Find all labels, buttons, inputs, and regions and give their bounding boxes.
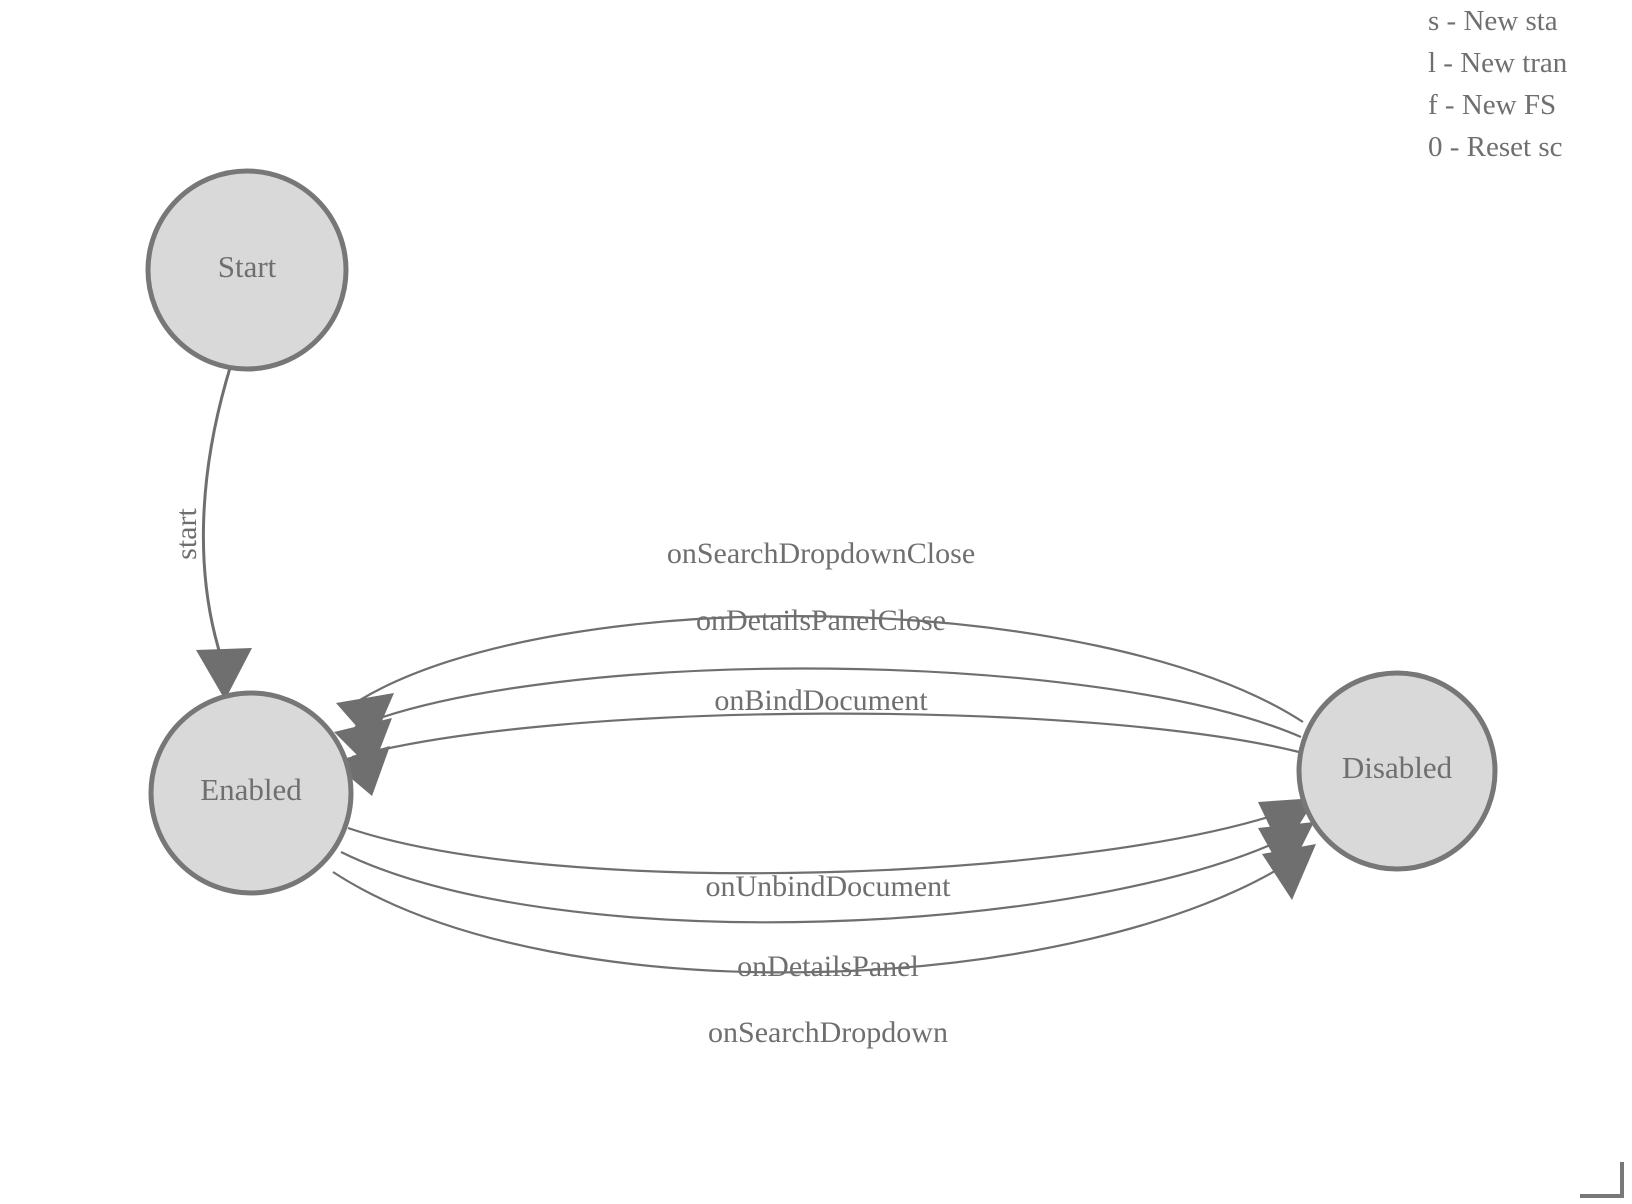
transition-on-search-dropdown[interactable]: onSearchDropdown — [332, 844, 1316, 1049]
transition-on-unbind-document-path[interactable] — [347, 808, 1291, 875]
transition-on-details-panel-close-label: onDetailsPanelClose — [696, 604, 946, 637]
transition-on-unbind-document[interactable]: onUnbindDocument — [347, 798, 1316, 903]
transition-on-search-dropdown-arrowhead — [1262, 844, 1316, 900]
state-node-disabled[interactable]: Disabled — [1296, 670, 1498, 872]
transition-on-search-dropdown-close[interactable]: onSearchDropdownClose — [336, 537, 1304, 744]
transition-on-bind-document-label: onBindDocument — [714, 684, 928, 717]
state-start-circle[interactable] — [145, 168, 349, 372]
corner-bracket-horizontal-bar — [1580, 1194, 1624, 1198]
transition-on-bind-document[interactable]: onBindDocument — [332, 684, 1300, 796]
transition-on-details-panel-path[interactable] — [340, 834, 1293, 924]
transition-on-unbind-document-label: onUnbindDocument — [706, 870, 952, 903]
corner-bracket-vertical-bar — [1620, 1162, 1624, 1198]
transition-on-search-dropdown-close-arrowhead — [336, 693, 394, 744]
transition-start-path[interactable] — [201, 367, 232, 661]
state-node-start[interactable]: Start — [145, 168, 349, 372]
transition-start-arrowhead — [196, 648, 252, 700]
transition-on-search-dropdown-path[interactable] — [332, 857, 1297, 974]
transition-on-details-panel-close[interactable]: onDetailsPanelClose — [334, 604, 1302, 770]
transition-on-details-panel-close-arrowhead — [334, 718, 392, 770]
state-node-enabled[interactable]: Enabled — [148, 690, 354, 896]
transition-on-details-panel-label: onDetailsPanel — [737, 950, 919, 983]
state-disabled-label: Disabled — [1342, 750, 1453, 785]
state-disabled-circle[interactable] — [1296, 670, 1498, 872]
transition-start[interactable]: start — [170, 367, 252, 700]
transition-on-search-dropdown-close-label: onSearchDropdownClose — [667, 537, 975, 570]
transition-on-search-dropdown-label: onSearchDropdown — [708, 1016, 948, 1049]
state-enabled-label: Enabled — [200, 772, 302, 807]
state-start-label: Start — [218, 249, 277, 284]
transition-on-search-dropdown-close-path[interactable] — [359, 615, 1304, 723]
transition-start-label: start — [170, 508, 203, 560]
transition-on-bind-document-path[interactable] — [351, 712, 1300, 759]
corner-resize-handle[interactable] — [1580, 1162, 1632, 1204]
transition-on-details-panel-close-path[interactable] — [354, 667, 1302, 739]
state-enabled-circle[interactable] — [148, 690, 354, 896]
